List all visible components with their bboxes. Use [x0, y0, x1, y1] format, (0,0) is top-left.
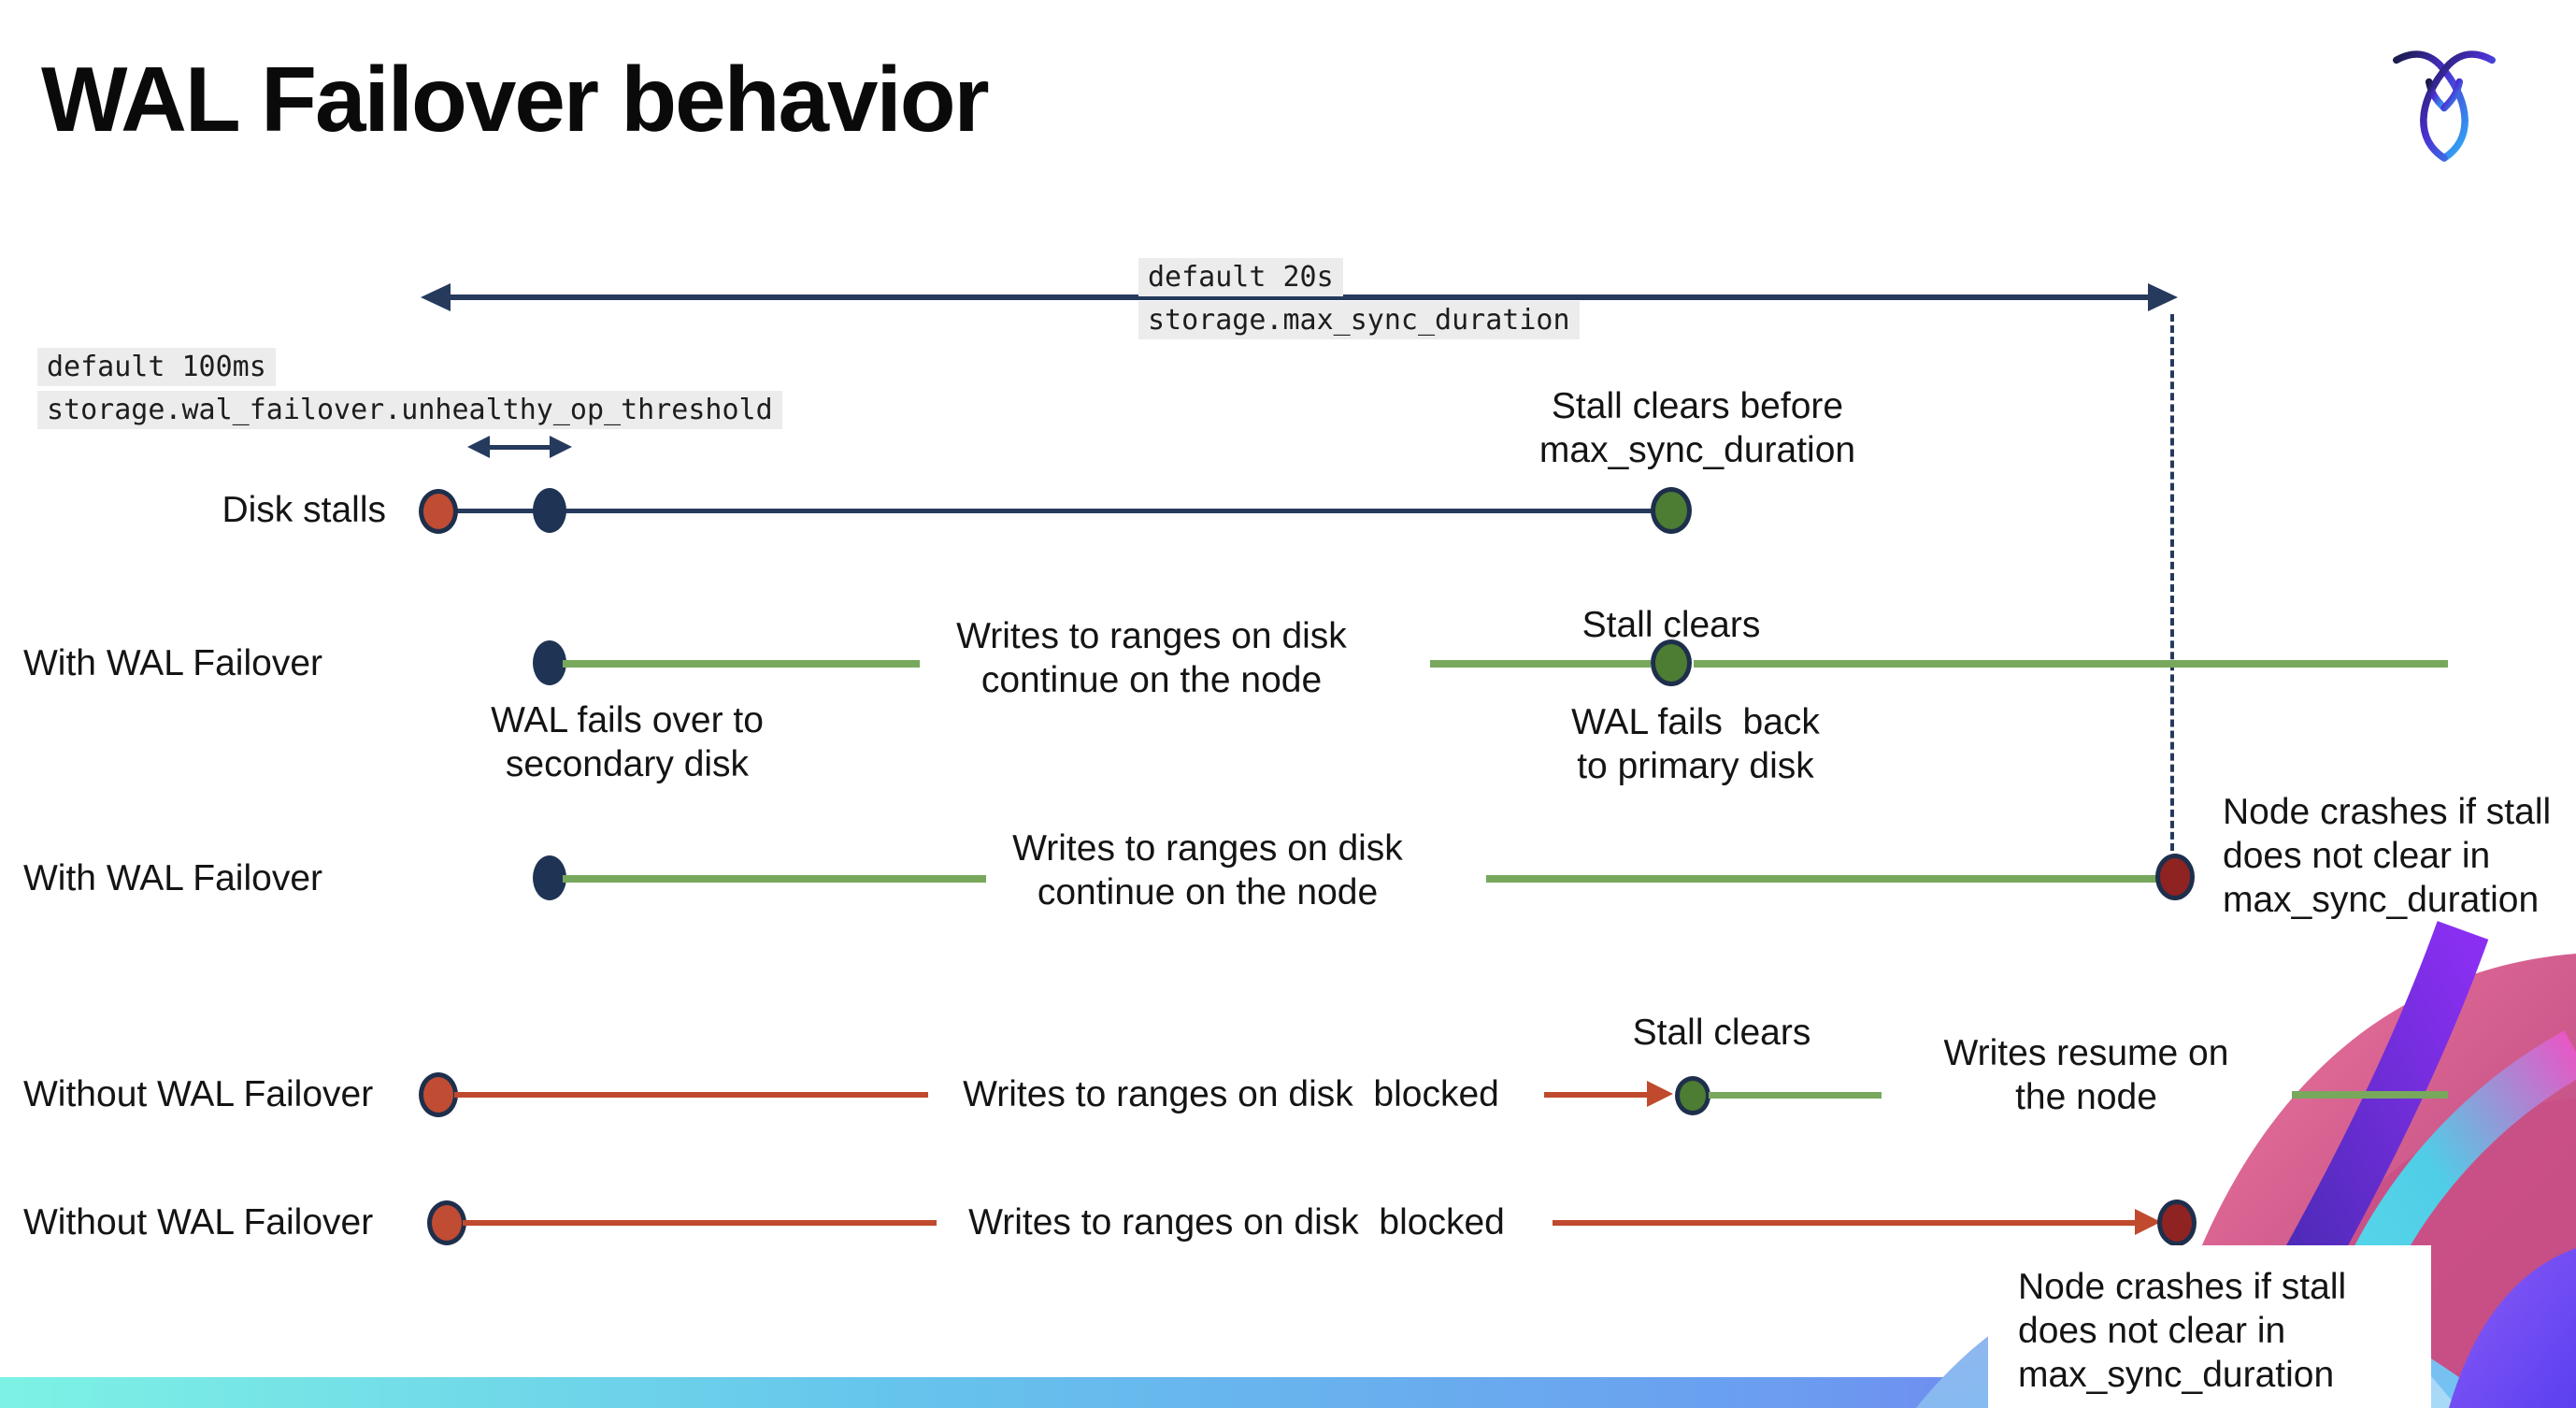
stall-start-dot-2 [419, 1072, 458, 1117]
threshold-arrow [488, 445, 550, 450]
writes-continue2-segment-1 [563, 875, 986, 883]
disk-stalls-timeline [439, 509, 1673, 513]
max-sync-default-chip: default 20s [1138, 258, 1343, 296]
node-crash-note-1: Node crashes if stall does not clear in … [2223, 792, 2552, 920]
max-sync-deadline-dashed-line [2170, 314, 2174, 862]
max-sync-setting-chip: storage.max_sync_duration [1138, 301, 1580, 339]
stall-clears-note-1: Stall clears [1581, 605, 1761, 645]
stall-clears-before-note: Stall clears before max_sync_duration [1538, 386, 1856, 470]
unhealthy-op-default-chip: default 100ms [37, 348, 276, 386]
row-label-without-wal-failover-2: Without WAL Failover [23, 1202, 374, 1243]
writes-resume-segment-1 [1709, 1092, 1882, 1099]
row-label-without-wal-failover-1: Without WAL Failover [23, 1074, 374, 1114]
max-sync-arrowhead-right [2148, 283, 2178, 311]
failover-start-dot-2 [533, 855, 566, 900]
writes-blocked-arrow-shaft-2 [1553, 1220, 2137, 1226]
max-sync-duration-arrow [447, 295, 2152, 300]
node-crash-callout-box: Node crashes if stall does not clear in … [1988, 1245, 2431, 1408]
stall-clears-dot-2 [1651, 639, 1692, 686]
stall-clears-note-2: Stall clears [1632, 1013, 1811, 1053]
writes-continue-note-2: Writes to ranges on disk continue on the… [1012, 828, 1403, 912]
writes-blocked-segment-1 [454, 1092, 928, 1098]
writes-blocked-note-2: Writes to ranges on disk blocked [968, 1202, 1505, 1243]
writes-blocked-note-1: Writes to ranges on disk blocked [963, 1074, 1499, 1114]
unhealthy-op-setting-chip: storage.wal_failover.unhealthy_op_thresh… [37, 391, 782, 429]
writes-resume-segment-2 [2292, 1091, 2448, 1099]
stall-start-dot-3 [427, 1200, 466, 1245]
writes-blocked-arrowhead-1 [1647, 1081, 1673, 1107]
failover-start-dot [533, 640, 566, 685]
writes-continue-note-1: Writes to ranges on disk continue on the… [956, 616, 1347, 700]
writes-continue-segment-3 [1694, 660, 2448, 668]
writes-blocked-arrowhead-2 [2135, 1209, 2161, 1235]
row-label-with-wal-failover-1: With WAL Failover [23, 643, 322, 683]
stall-clears-dot-3 [1675, 1076, 1710, 1115]
writes-continue2-segment-2 [1486, 875, 2166, 883]
threshold-arrowhead-right [550, 436, 572, 458]
cockroachdb-logo-icon [2393, 50, 2496, 162]
failback-note: WAL fails back to primary disk [1571, 702, 1820, 786]
max-sync-arrowhead-left [421, 283, 451, 311]
row-label-disk-stalls: Disk stalls [222, 490, 386, 530]
stall-clears-dot [1651, 487, 1692, 534]
node-crash-dot-2 [2157, 1200, 2197, 1246]
node-crash-note-2: Node crashes if stall does not clear in … [2018, 1267, 2347, 1395]
failover-note: WAL fails over to secondary disk [491, 700, 764, 784]
row-label-with-wal-failover-2: With WAL Failover [23, 858, 322, 898]
node-crash-dot-1 [2155, 854, 2195, 900]
writes-blocked-arrow-shaft-1 [1544, 1092, 1649, 1098]
writes-blocked-segment-2 [463, 1220, 937, 1226]
writes-continue-segment-1 [563, 660, 920, 668]
stall-start-dot [419, 489, 458, 534]
threshold-reached-dot [533, 488, 566, 533]
threshold-arrowhead-left [467, 436, 490, 458]
writes-continue-segment-2 [1430, 660, 1651, 668]
writes-resume-note: Writes resume on the node [1943, 1033, 2229, 1117]
page-title: WAL Failover behavior [41, 48, 990, 151]
